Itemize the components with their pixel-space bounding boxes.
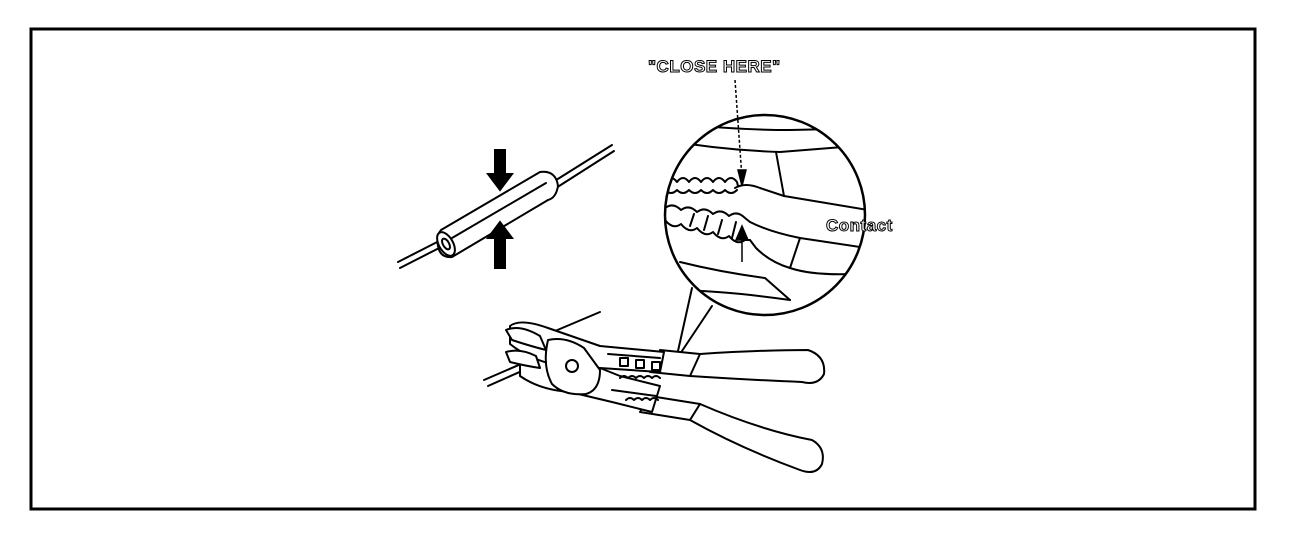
squeeze-arrows bbox=[486, 149, 514, 269]
close-indicators bbox=[734, 79, 750, 262]
arrow-up-icon bbox=[734, 224, 750, 241]
arrow-down-icon bbox=[486, 149, 514, 192]
crimping-pliers bbox=[483, 311, 826, 473]
arrow-up-icon bbox=[486, 220, 514, 269]
contact-label: Contact bbox=[826, 216, 893, 236]
magnified-detail bbox=[663, 113, 867, 361]
arrow-down-icon bbox=[737, 169, 747, 187]
lower-handle bbox=[639, 395, 824, 473]
pivot-screw bbox=[565, 359, 579, 373]
wire-right bbox=[552, 144, 613, 183]
close-here-label: "CLOSE HERE" bbox=[648, 57, 781, 77]
upper-handle bbox=[649, 349, 826, 384]
callout-pointer bbox=[675, 287, 713, 361]
crimp-sleeve-detail bbox=[397, 144, 615, 269]
diagram-frame bbox=[29, 27, 1257, 511]
